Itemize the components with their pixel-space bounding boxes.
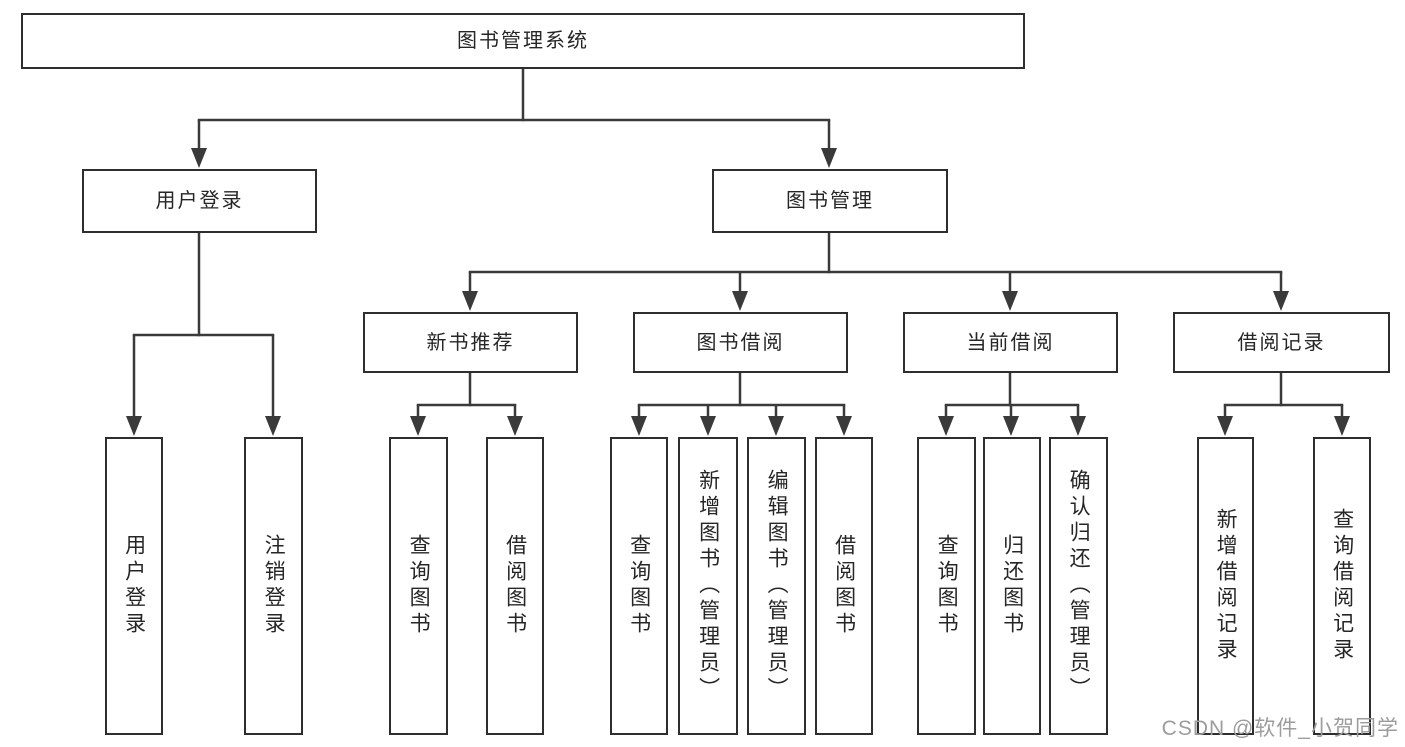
node-leaf-confirm-return-admin: 确认归还（管理员） [1049,437,1108,735]
node-leaf-logout: 注销登录 [244,437,303,735]
connector-borrow-records-children [1217,373,1350,436]
connector-current-borrow-children [938,373,1086,436]
arrow-down-icon [1070,416,1086,436]
arrow-down-icon [1217,416,1233,436]
node-leaf-query-book-2: 查询图书 [610,437,668,735]
arrow-down-icon [732,291,748,311]
connector-user-login-children [126,232,281,436]
node-book-borrow: 图书借阅 [633,312,848,373]
node-leaf-add-book-admin: 新增图书（管理员） [678,437,738,735]
node-leaf-query-borrow-record: 查询借阅记录 [1313,437,1371,735]
connector-root-to-level2 [191,67,837,168]
arrow-down-icon [1003,416,1019,436]
node-leaf-add-borrow-record: 新增借阅记录 [1197,437,1254,735]
arrow-down-icon [938,416,954,436]
node-leaf-borrow-book-2: 借阅图书 [815,437,873,735]
arrow-down-icon [768,416,784,436]
arrow-down-icon [191,148,207,168]
node-current-borrow: 当前借阅 [903,312,1118,373]
node-leaf-user-login: 用户登录 [105,437,163,735]
node-leaf-return-book: 归还图书 [983,437,1041,735]
arrow-down-icon [507,416,523,436]
node-leaf-borrow-book-1: 借阅图书 [486,437,544,735]
arrow-down-icon [700,416,716,436]
arrow-down-icon [836,416,852,436]
node-root-system: 图书管理系统 [21,13,1025,69]
csdn-watermark: CSDN @软件_小贺同学 [1161,717,1399,740]
connector-new-book-rec-children [410,373,523,436]
arrow-down-icon [1273,291,1289,311]
node-leaf-query-book-1: 查询图书 [389,437,448,735]
connector-book-borrow-children [631,373,852,436]
arrow-down-icon [410,416,426,436]
node-leaf-edit-book-admin: 编辑图书（管理员） [747,437,806,735]
node-book-management: 图书管理 [712,169,948,233]
node-leaf-query-book-3: 查询图书 [917,437,976,735]
node-user-login: 用户登录 [82,169,317,233]
arrow-down-icon [126,416,142,436]
arrow-down-icon [631,416,647,436]
arrow-down-icon [1334,416,1350,436]
connector-book-mgmt-to-level3 [462,232,1289,311]
arrow-down-icon [1002,291,1018,311]
arrow-down-icon [462,291,478,311]
arrow-down-icon [821,148,837,168]
arrow-down-icon [265,416,281,436]
node-new-book-recommend: 新书推荐 [363,312,578,373]
node-borrow-records: 借阅记录 [1173,312,1390,373]
